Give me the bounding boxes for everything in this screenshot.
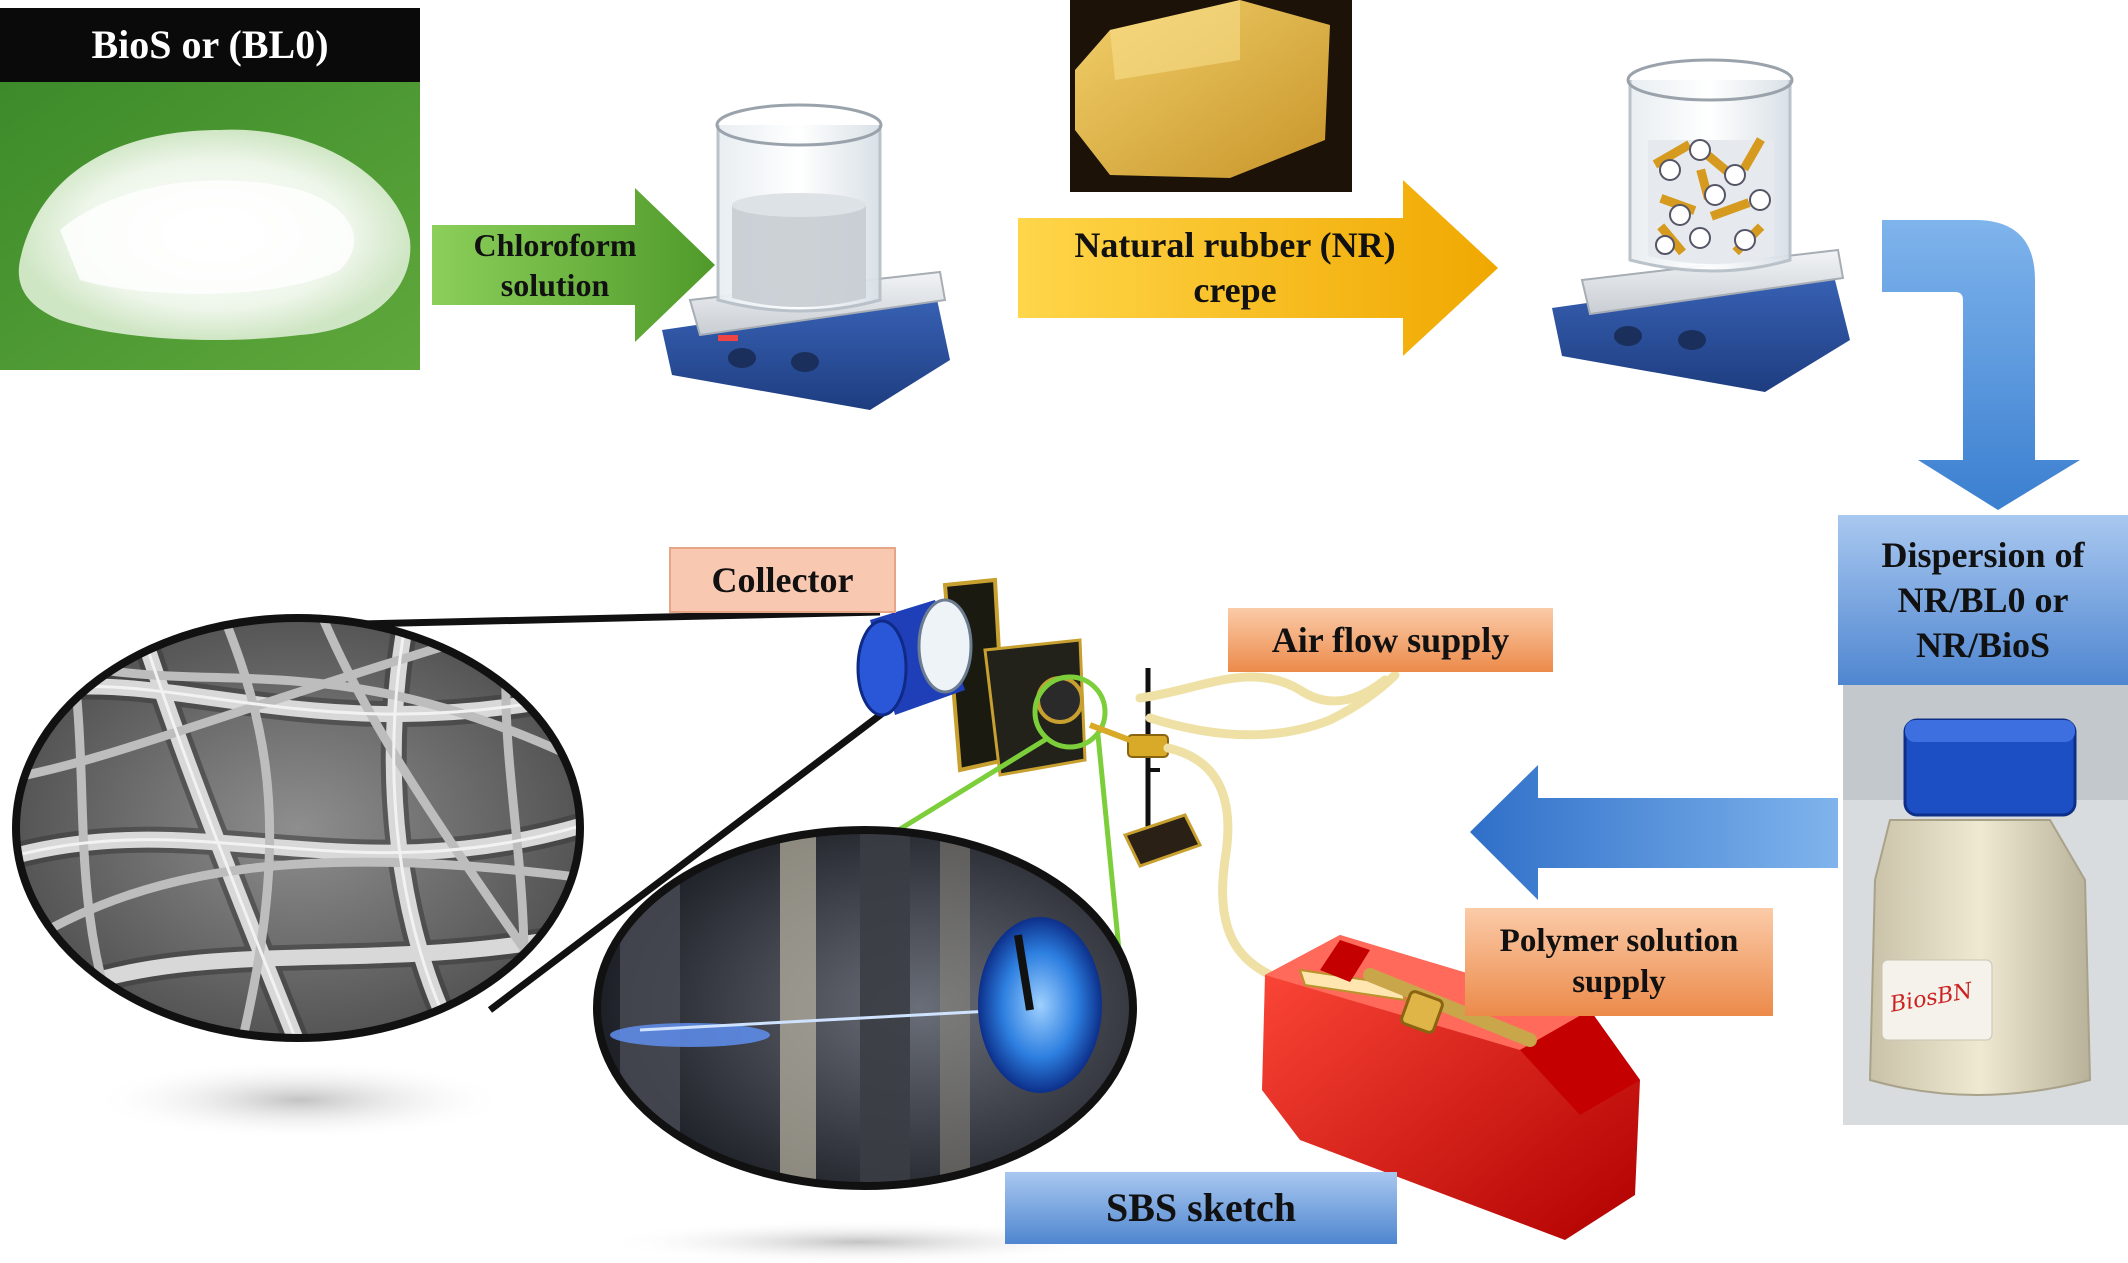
polymer-label-box: [1465, 908, 1773, 1016]
polymer-line-2: supply: [1572, 964, 1666, 1000]
sem-micrograph: [12, 614, 584, 1042]
hotplate-with-mixture-2: [1552, 58, 1850, 392]
polymer-solution-tube: [1163, 743, 1305, 990]
air-flow-label-text: Air flow supply: [1271, 619, 1510, 660]
dispersion-line-1: Dispersion of: [1881, 534, 2085, 575]
dispersion-line-2: NR/BL0 or: [1897, 579, 2069, 620]
to-pump-arrow: [1470, 765, 1838, 900]
sbs-sketch-label-text: SBS sketch: [1105, 1185, 1297, 1230]
chloroform-arrow: [432, 188, 715, 342]
zoom-line-bottom: [487, 697, 903, 1013]
lens-shadow: [90, 1060, 510, 1140]
natural-rubber-arrow: [1018, 180, 1498, 356]
dispersion-label-box: [1838, 515, 2128, 685]
chloroform-line-2: solution: [500, 267, 610, 303]
dispersion-bottle-photo: BiosBN: [1843, 680, 2128, 1125]
natural-rubber-label: Natural rubber (NR) crepe: [1020, 218, 1450, 318]
air-flow-tube: [1135, 670, 1400, 740]
sbs-jet-photo: [593, 826, 1137, 1190]
bios-label: BioS or (BL0): [0, 8, 420, 82]
sbs-sketch-label-box: [1005, 1172, 1397, 1244]
zoom-line-top: [359, 608, 881, 628]
bios-powder-photo: [0, 82, 420, 370]
natural-rubber-line-2: crepe: [1193, 270, 1277, 310]
polymer-line-1: Polymer solution: [1499, 922, 1739, 959]
dispersion-line-3: NR/BioS: [1915, 624, 2051, 665]
bios-label-text: BioS or (BL0): [91, 22, 329, 67]
collector-label-box: [669, 547, 896, 613]
bios-label-box: [0, 8, 420, 82]
chloroform-label: Chloroform solution: [440, 218, 670, 312]
chloroform-line-1: Chloroform: [473, 227, 637, 263]
air-flow-label-box: [1228, 608, 1553, 672]
collector-label: Collector: [670, 548, 895, 612]
to-dispersion-arrow: [1882, 220, 2080, 510]
air-flow-label: Air flow supply: [1228, 608, 1553, 672]
photo-shadow: [600, 1220, 1120, 1263]
collector-label-text: Collector: [711, 559, 854, 600]
collector-drum: [856, 598, 973, 717]
hotplate-with-beaker-1: [662, 103, 950, 410]
sbs-sketch-label: SBS sketch: [1005, 1172, 1397, 1244]
dispersion-label: Dispersion of NR/BL0 or NR/BioS: [1838, 515, 2128, 685]
sbs-nozzle-stand: [1088, 668, 1203, 868]
natural-rubber-crepe-photo: [1070, 0, 1352, 192]
polymer-solution-label: Polymer solution supply: [1465, 908, 1773, 1016]
natural-rubber-line-1: Natural rubber (NR): [1074, 225, 1396, 265]
